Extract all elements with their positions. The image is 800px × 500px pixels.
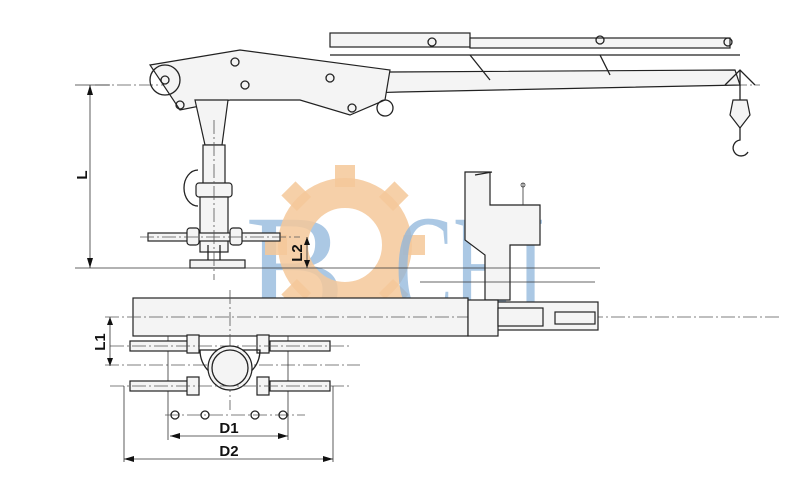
- dimension-label-d2: D2: [219, 443, 238, 460]
- dimension-label-l: L: [74, 170, 91, 179]
- dimension-label-l1: L1: [92, 333, 109, 351]
- dimension-l2: L2: [289, 237, 310, 268]
- dimension-d2: D2: [123, 386, 334, 462]
- dimension-l1: L1: [92, 317, 113, 366]
- dimension-label-l2: L2: [289, 244, 306, 262]
- crane-elevation: [75, 32, 760, 301]
- dimension-l: L: [74, 84, 110, 268]
- dimension-d1: D1: [170, 420, 288, 439]
- dimension-label-d1: D1: [219, 420, 238, 437]
- base-plan-view: [105, 290, 780, 440]
